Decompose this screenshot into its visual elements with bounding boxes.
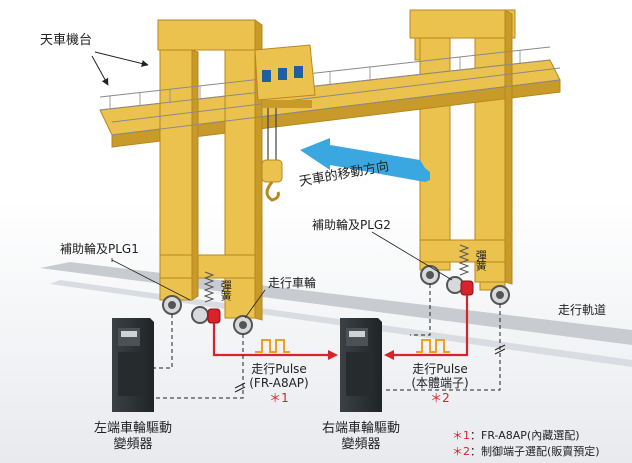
footnote-2-mark: ＊2	[452, 444, 470, 458]
pulse-waveform-icons	[255, 339, 450, 353]
plg-encoders	[207, 280, 474, 324]
rail-label: 走行軌道	[558, 303, 607, 317]
travel-direction-arrow	[300, 138, 430, 182]
railing	[99, 46, 561, 136]
footnote-2-text: ：制御端子選配(販賣預定)	[470, 444, 600, 458]
pulse-right-line2: (本體端子)	[411, 376, 469, 391]
inverter-right-line2: 變頻器	[341, 436, 381, 452]
inverter-left-line2: 變頻器	[113, 436, 153, 452]
footnote-1-mark: ＊1	[452, 429, 470, 442]
footnote-2: ＊2：制御端子選配(販賣預定)	[452, 444, 600, 460]
inverter-left	[112, 318, 154, 412]
pulse-right-note: ＊2	[430, 390, 450, 405]
floor	[0, 200, 632, 463]
footnotes: ＊1：FR-A8AP(內藏選配) ＊2：制御端子選配(販賣預定)	[452, 428, 600, 460]
wheels	[162, 265, 510, 335]
plg-right-label: 補助輪及PLG2	[312, 218, 391, 232]
pulse-right-line1: 走行Pulse	[412, 362, 468, 376]
pulse-left-line2: (FR-A8AP)	[249, 376, 309, 391]
pulse-left-line1: 走行Pulse	[251, 362, 307, 376]
spring-left-label: 彈簧	[219, 280, 233, 300]
spring-left	[203, 271, 215, 303]
trolley	[254, 44, 316, 108]
spring-right	[458, 244, 470, 276]
plg-left-label: 補助輪及PLG1	[60, 242, 139, 256]
inverter-right-line1: 右端車輪驅動	[321, 421, 400, 436]
footnote-1-text: ：FR-A8AP(內藏選配)	[470, 429, 580, 442]
pulse-signal-lines	[212, 295, 469, 357]
inverter-right-caption: 右端車輪驅動 變頻器	[306, 421, 416, 452]
inverter-left-caption: 左端車輪驅動 變頻器	[78, 421, 188, 452]
inverter-right	[340, 318, 382, 412]
footnote-1: ＊1：FR-A8AP(內藏選配)	[452, 428, 600, 444]
pulse-right-caption: 走行Pulse (本體端子) ＊2	[400, 362, 480, 405]
crane-body-label: 天車機台	[40, 33, 93, 48]
hook	[261, 108, 283, 202]
travel-wheel-label: 走行車輪	[268, 276, 317, 290]
spring-right-label: 彈簧	[474, 250, 488, 270]
pulse-left-note: ＊1	[269, 390, 289, 405]
pulse-left-caption: 走行Pulse (FR-A8AP) ＊1	[244, 362, 314, 405]
inverter-left-line1: 左端車輪驅動	[93, 421, 172, 436]
dashed-wiring	[118, 284, 501, 399]
